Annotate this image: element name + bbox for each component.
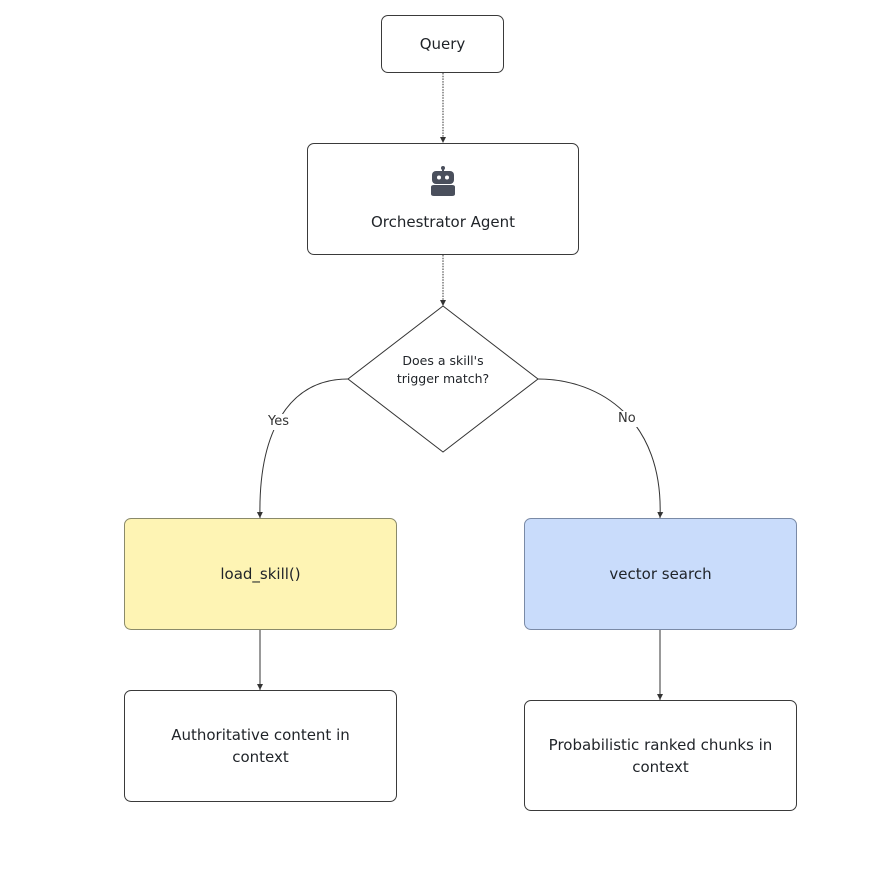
edge-no <box>537 378 664 519</box>
decision-label: Does a skill's trigger match? <box>396 353 490 386</box>
decision-diamond[interactable] <box>347 305 539 453</box>
edge-yes <box>256 378 349 519</box>
orchestrator-agent-node[interactable]: Orchestrator Agent <box>307 143 579 255</box>
load-skill-label: load_skill() <box>220 565 301 583</box>
authoritative-content-node[interactable]: Authoritative content in context <box>124 690 397 802</box>
query-label: Query <box>419 35 466 53</box>
authoritative-label: Authoritative content in context <box>171 726 350 766</box>
yes-label: Yes <box>266 414 291 430</box>
probabilistic-chunks-node[interactable]: Probabilistic ranked chunks in context <box>524 700 797 811</box>
probabilistic-label: Probabilistic ranked chunks in context <box>548 735 773 776</box>
load-skill-node[interactable]: load_skill() <box>124 518 397 630</box>
robot-icon <box>430 165 456 197</box>
orchestrator-label: Orchestrator Agent <box>370 213 516 231</box>
query-node[interactable]: Query <box>381 15 504 73</box>
no-label: No <box>616 411 638 427</box>
vector-search-node[interactable]: vector search <box>524 518 797 630</box>
vector-search-label: vector search <box>609 565 712 583</box>
